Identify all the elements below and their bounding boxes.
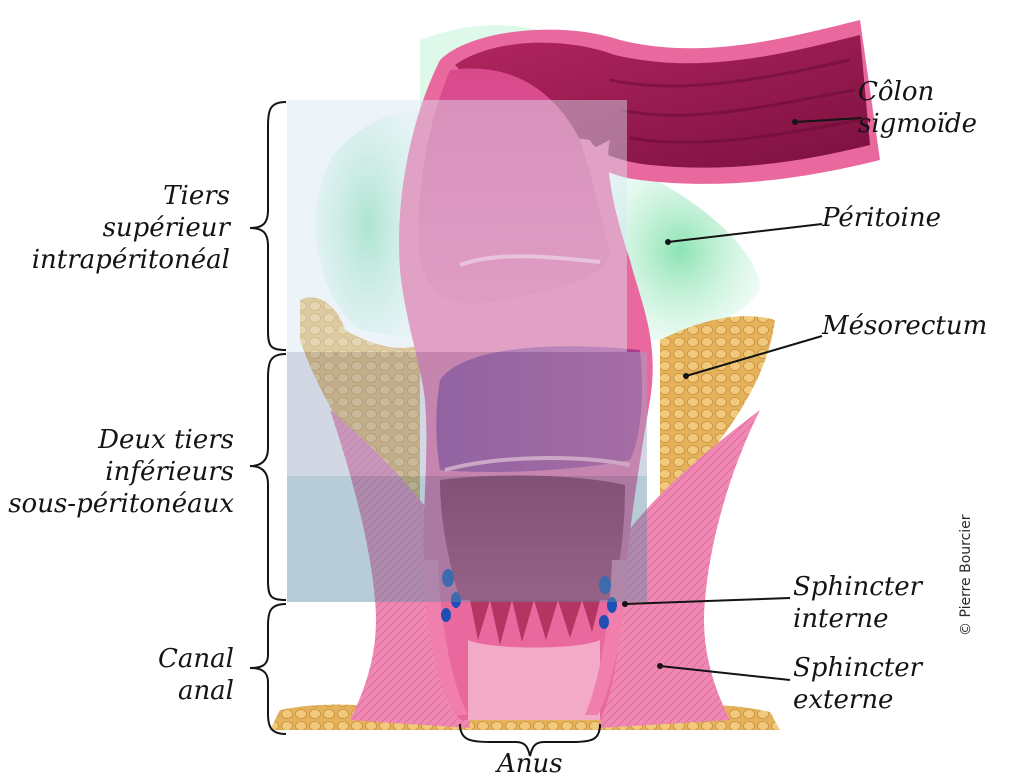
label-mesorectum: Mésorectum <box>822 310 987 342</box>
label-line: intrapéritonéal <box>32 244 230 276</box>
label-line: sigmoïde <box>858 108 977 140</box>
label-line: Tiers <box>32 180 230 212</box>
label-colon-sigmoide: Côlon sigmoïde <box>858 76 977 140</box>
label-line: inférieurs <box>8 456 234 488</box>
brace-lower-two-thirds <box>250 354 286 600</box>
label-anus: Anus <box>497 748 563 780</box>
photo-credit: © Pierre Bourcier <box>958 486 976 636</box>
label-line: externe <box>793 684 922 716</box>
label-deux-tiers-inferieurs: Deux tiers inférieurs sous-péritonéaux <box>8 424 234 520</box>
zone-upper-third <box>287 100 627 352</box>
label-sphincter-interne: Sphincter interne <box>793 571 922 635</box>
anal-canal-lining <box>468 640 600 720</box>
label-line: anal <box>158 675 234 707</box>
label-sphincter-externe: Sphincter externe <box>793 652 922 716</box>
label-line: supérieur <box>32 212 230 244</box>
zone-middle-third <box>287 352 647 476</box>
label-line: Sphincter <box>793 571 922 603</box>
zone-bands <box>287 100 647 602</box>
label-line: Canal <box>158 643 234 675</box>
label-canal-anal: Canal anal <box>158 643 234 707</box>
label-tiers-superieur: Tiers supérieur intrapéritonéal <box>32 180 230 276</box>
zone-lower-third <box>287 476 647 602</box>
label-line: Côlon <box>858 76 977 108</box>
label-line: interne <box>793 603 922 635</box>
label-peritoine: Péritoine <box>822 202 941 234</box>
label-line: Sphincter <box>793 652 922 684</box>
label-line: Deux tiers <box>8 424 234 456</box>
label-line: sous-péritonéaux <box>8 488 234 520</box>
brace-upper-third <box>250 102 286 350</box>
